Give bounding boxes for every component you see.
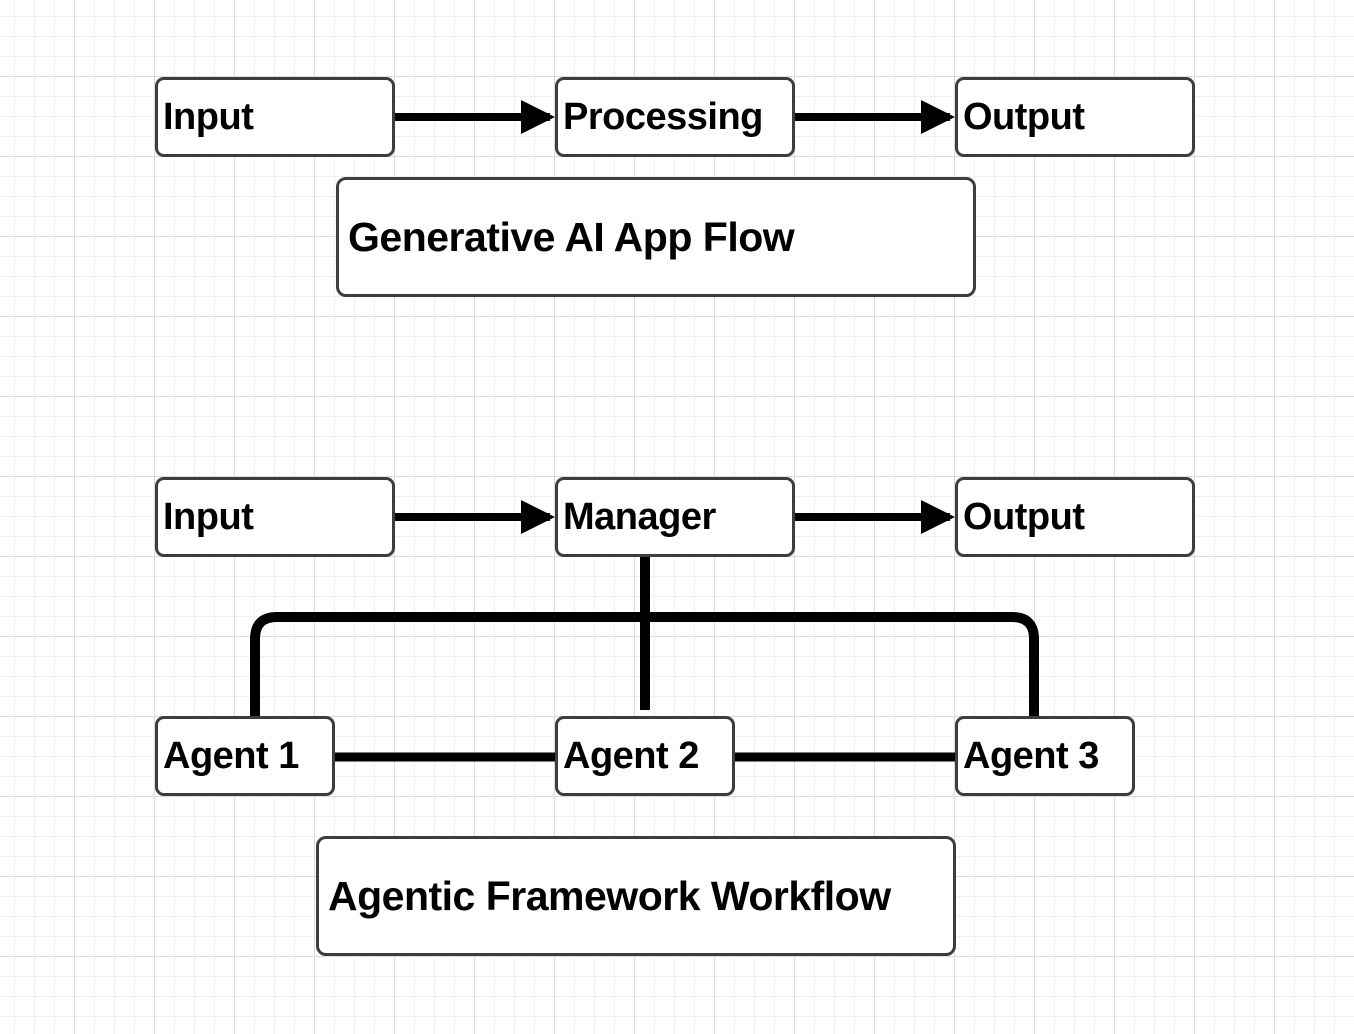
node-label: Agent 3 (963, 734, 1099, 777)
title-box-agentic-framework-workflow[interactable]: Agentic Framework Workflow (316, 836, 956, 956)
node-label: Manager (563, 495, 716, 538)
node-agent-1[interactable]: Agent 1 (155, 716, 335, 796)
node-input-flow1[interactable]: Input (155, 77, 395, 157)
node-output-flow1[interactable]: Output (955, 77, 1195, 157)
node-agent-2[interactable]: Agent 2 (555, 716, 735, 796)
diagram-title: Generative AI App Flow (348, 213, 795, 260)
node-input-flow2[interactable]: Input (155, 477, 395, 557)
node-label: Agent 2 (563, 734, 699, 777)
node-label: Input (163, 95, 254, 138)
node-output-flow2[interactable]: Output (955, 477, 1195, 557)
node-agent-3[interactable]: Agent 3 (955, 716, 1135, 796)
diagram-title: Agentic Framework Workflow (328, 872, 891, 919)
title-box-generative-ai-app-flow[interactable]: Generative AI App Flow (336, 177, 976, 297)
node-label: Processing (563, 95, 763, 138)
edge-manager-bracket-to-agents[interactable] (250, 612, 1039, 716)
node-processing[interactable]: Processing (555, 77, 795, 157)
node-label: Output (963, 495, 1085, 538)
node-label: Input (163, 495, 254, 538)
node-label: Output (963, 95, 1085, 138)
node-manager[interactable]: Manager (555, 477, 795, 557)
node-label: Agent 1 (163, 734, 299, 777)
